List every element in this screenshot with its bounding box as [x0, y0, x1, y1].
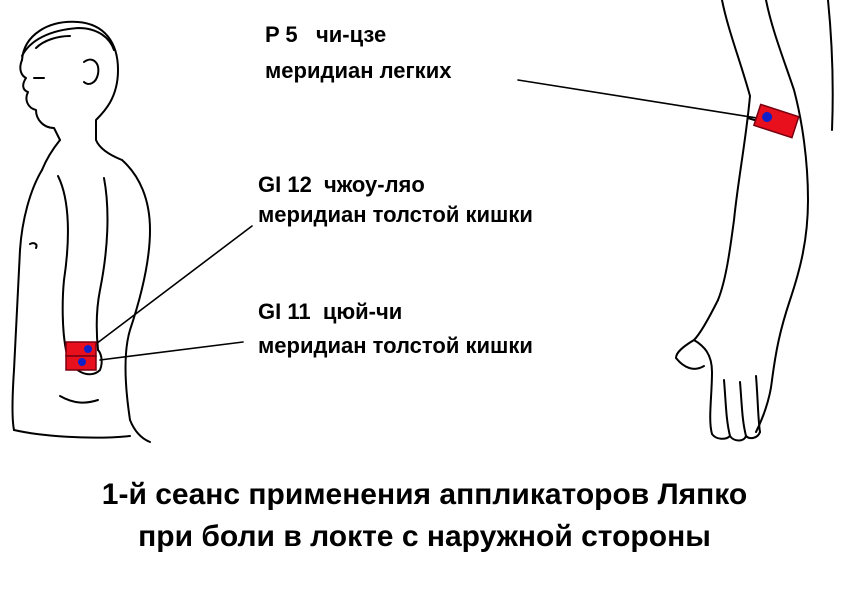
label-gi11-code: GI 11 цюй-чи [258, 299, 403, 324]
arm-figure [675, 0, 834, 442]
pointer-lines [87, 79, 771, 361]
label-p5-meridian: меридиан легких [265, 58, 452, 83]
applicator-p5 [752, 103, 800, 139]
applicator-gi12 [65, 341, 97, 357]
caption-line-1: 1-й сеанс применения аппликаторов Ляпко [101, 478, 748, 511]
applicators [65, 103, 800, 371]
label-gi12-meridian: меридиан толстой кишки [258, 202, 533, 227]
caption-line-2: при боли в локте с наружной стороны [138, 520, 711, 553]
pointer-gi11 [99, 341, 244, 361]
label-gi12-code: GI 12 чжоу-ляо [258, 172, 425, 197]
applicator-gi11 [65, 355, 97, 371]
pointer-gi12 [87, 225, 253, 351]
label-p5-code: P 5 чи-цзе [265, 22, 387, 47]
caption: 1-й сеанс применения аппликаторов Ляпко … [0, 474, 849, 558]
boy-figure [11, 20, 151, 443]
point-marker-p5 [762, 112, 773, 123]
point-marker-gi11 [78, 358, 86, 366]
pointer-p5 [517, 79, 771, 121]
label-gi11-meridian: меридиан толстой кишки [258, 333, 533, 358]
point-marker-gi12 [84, 345, 92, 353]
